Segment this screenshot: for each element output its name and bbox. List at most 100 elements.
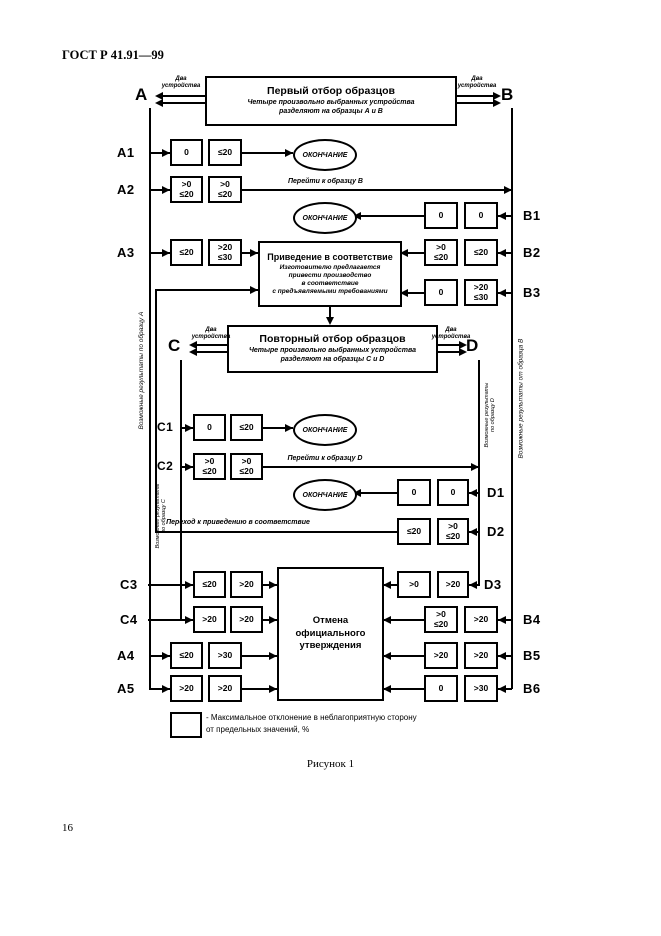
connector-line [197,344,227,346]
connector-line [149,152,170,154]
arrowhead-left [400,289,408,297]
arrowhead-left [155,99,163,107]
arrowhead-left [383,652,391,660]
row-d1-label: D1 [487,485,505,500]
connector-line [263,466,479,468]
arrowhead-right [185,424,193,432]
second-sampling-title: Повторный отбор образцов [259,333,406,346]
second-sampling-box: Повторный отбор образцов Четыре произвол… [227,325,438,373]
connector-line [457,102,498,104]
alignment-box: Приведение в соответствие Изготовителю п… [258,241,402,307]
row-d3-label: D3 [484,577,502,592]
row-b1-label: В1 [523,208,541,223]
row-a4-label: А4 [117,648,135,663]
results-a-note: Возможные результаты по образцу А [137,311,145,430]
page-number: 16 [62,822,73,834]
row-b2-box2: ≤20 [464,239,498,266]
arrowhead-right [504,186,512,194]
alignment-body: Изготовителю предлагается привести произ… [272,263,388,296]
connector-line [263,427,293,429]
sample-b-label: В [501,85,514,104]
row-a5-label: А5 [117,681,135,696]
two-devices-label-a: Два устройства [161,76,201,89]
sample-c-line [180,360,182,620]
row-b6-label: В6 [523,681,541,696]
row-c3-label: С3 [120,577,138,592]
arrowhead-right [250,249,258,257]
go-to-sample-d-label: Перейти к образцу D [287,455,363,462]
arrowhead-right [162,186,170,194]
arrowhead-left [469,581,477,589]
row-d1-box2: 0 [437,479,469,506]
row-c2-box2: >0 ≤20 [230,453,263,480]
row-c3-box1: ≤20 [193,571,226,598]
first-sampling-title: Первый отбор образцов [267,85,395,98]
connector-line [400,292,424,294]
row-a1-label: А1 [117,145,135,160]
row-b4-box2: >20 [464,606,498,633]
row-a2-label: А2 [117,182,135,197]
row-a2-box2: >0 ≤20 [208,176,242,203]
row-a4-box2: >30 [208,642,242,669]
connector-line [242,189,512,191]
arrowhead-right [162,149,170,157]
arrowhead-right [269,616,277,624]
end-terminator-b1: ОКОНЧАНИЕ [293,202,357,234]
arrowhead-right [493,99,501,107]
connector-line [155,531,397,533]
arrowhead-right [459,348,467,356]
arrowhead-right [459,341,467,349]
row-b1-box2: 0 [464,202,498,229]
connector-line [383,619,424,621]
row-c1-label: С1 [157,420,174,434]
sample-a-label: А [135,85,148,104]
arrowhead-left [498,289,506,297]
row-c2-label: С2 [157,459,174,473]
row-a1-box2: ≤20 [208,139,242,166]
row-b5-box1: >20 [424,642,458,669]
arrowhead-left [155,92,163,100]
row-c1-box1: 0 [193,414,226,441]
arrowhead-right [185,616,193,624]
arrowhead-left [469,489,477,497]
row-a5-box2: >20 [208,675,242,702]
arrowhead-left [189,341,197,349]
connector-line [149,655,170,657]
arrowhead-left [383,581,391,589]
two-devices-label-b: Два устройства [457,76,497,89]
row-b4-box1: >0 ≤20 [424,606,458,633]
arrowhead-left [383,685,391,693]
row-b1-box1: 0 [424,202,458,229]
connector-line [149,252,170,254]
arrowhead-left [498,212,506,220]
arrowhead-right [471,463,479,471]
row-b6-box2: >30 [464,675,498,702]
connector-line [242,152,293,154]
row-b5-label: В5 [523,648,541,663]
connector-line [353,492,397,494]
arrowhead-right [285,424,293,432]
connector-line [148,619,193,621]
withdrawal-title: Отмена официального утверждения [295,614,366,652]
row-c4-box1: >20 [193,606,226,633]
connector-line [242,655,277,657]
arrowhead-right [269,581,277,589]
row-b6-box1: 0 [424,675,458,702]
row-d2-box2: >0 ≤20 [437,518,469,545]
connector-line [329,306,331,319]
row-b3-box1: 0 [424,279,458,306]
alignment-title: Приведение в соответствие [267,251,393,262]
row-b2-box1: >0 ≤20 [424,239,458,266]
arrowhead-left [498,652,506,660]
connector-line [438,344,463,346]
connector-line [197,351,227,353]
two-devices-label-d: Два устройства [431,327,471,340]
document-header: ГОСТ Р 41.91—99 [62,48,164,62]
arrowhead-left [189,348,197,356]
arrowhead-right [493,92,501,100]
arrowhead-left [353,212,361,220]
go-to-alignment-label: Переход к приведению в соответствие [166,519,310,526]
legend-note: - Максимальное отклонение в неблагоприят… [206,713,417,734]
row-c4-label: С4 [120,612,138,627]
